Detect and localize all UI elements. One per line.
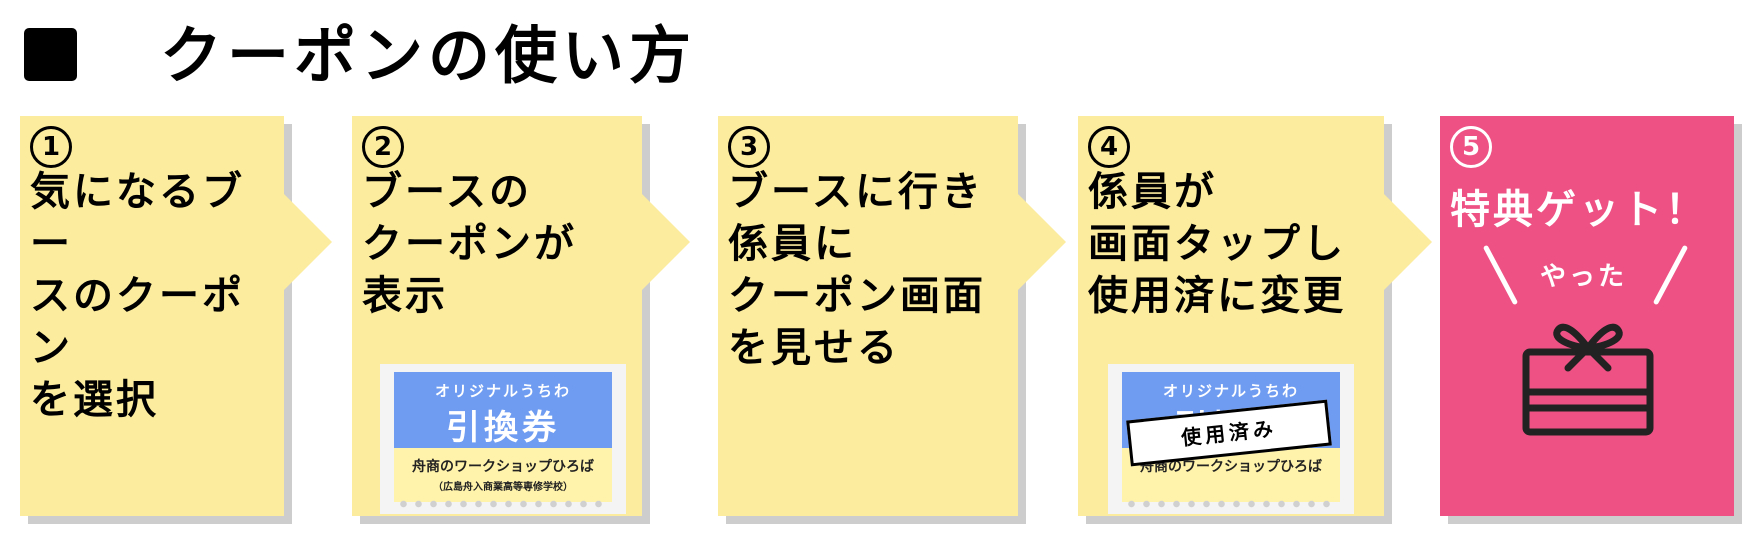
step-card-1: 1 気になるブー スのクーポン を選択 bbox=[20, 116, 292, 524]
page-title: クーポンの使い方 bbox=[160, 19, 697, 92]
step-card-5: 5 特典ゲット！ やった bbox=[1440, 116, 1742, 524]
card-face bbox=[1440, 116, 1734, 516]
step-text: ブースの クーポンが 表示 bbox=[362, 169, 577, 319]
step-text: 特典ゲット！ bbox=[1450, 187, 1708, 233]
step-text: ブースに行き 係員に クーポン画面 を見せる bbox=[728, 169, 986, 371]
coupon-preview: オリジナルうちわ 引換券 舟商のワークショップひろば （広島舟入商業高等専修学校… bbox=[380, 364, 626, 514]
arrow-right-icon bbox=[1018, 194, 1066, 290]
step-card-4: 4 係員が 画面タップし 使用済に変更 オリジナルうちわ 引換券 舟商のワークシ… bbox=[1078, 116, 1392, 524]
gift-box-icon bbox=[1522, 323, 1654, 436]
step-number: 1 bbox=[30, 126, 72, 168]
coupon-school: （広島舟入商業高等専修学校） bbox=[433, 482, 573, 493]
step-card-3: 3 ブースに行き 係員に クーポン画面 を見せる bbox=[718, 116, 1026, 524]
step-number: 2 bbox=[362, 126, 404, 168]
coupon-subtitle: オリジナルうちわ bbox=[434, 382, 571, 400]
arrow-right-icon bbox=[642, 194, 690, 290]
coupon-perforation bbox=[1124, 500, 1338, 508]
yatta-text: やった bbox=[1540, 262, 1628, 292]
coupon-header: オリジナルうちわ 引換券 bbox=[394, 372, 612, 448]
title-square-icon bbox=[24, 28, 77, 81]
step-number: 3 bbox=[728, 126, 770, 168]
step-text: 気になるブー スのクーポン を選択 bbox=[30, 169, 245, 423]
card-face bbox=[718, 116, 1018, 516]
step-number: 4 bbox=[1088, 126, 1130, 168]
coupon-perforation bbox=[396, 500, 610, 508]
coupon-subtitle: オリジナルうちわ bbox=[1162, 382, 1299, 400]
arrow-right-icon bbox=[1384, 194, 1432, 290]
coupon-preview-used: オリジナルうちわ 引換券 舟商のワークショップひろば 使用済み bbox=[1108, 364, 1354, 514]
step-text: 係員が 画面タップし 使用済に変更 bbox=[1088, 169, 1346, 319]
coupon-title: 引換券 bbox=[446, 408, 560, 448]
coupon-organizer: 舟商のワークショップひろば bbox=[1140, 459, 1322, 475]
step-number: 5 bbox=[1450, 126, 1492, 168]
step-card-2: 2 ブースの クーポンが 表示 オリジナルうちわ 引換券 舟商のワークショップひ… bbox=[352, 116, 650, 524]
card-face bbox=[20, 116, 284, 516]
coupon-organizer: 舟商のワークショップひろば bbox=[412, 459, 594, 475]
coupon-ticket: オリジナルうちわ 引換券 舟商のワークショップひろば （広島舟入商業高等専修学校… bbox=[394, 372, 612, 502]
arrow-right-icon bbox=[284, 194, 332, 290]
